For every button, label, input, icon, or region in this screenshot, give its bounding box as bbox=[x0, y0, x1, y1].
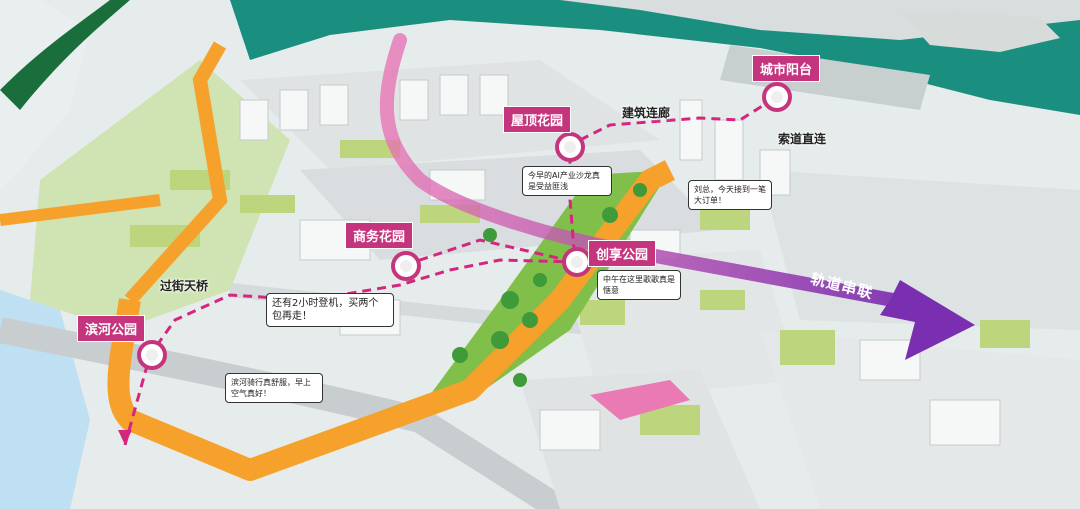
markers bbox=[137, 82, 792, 370]
dashed-route-branch bbox=[404, 238, 576, 267]
orange-greenway-west bbox=[0, 194, 161, 226]
bubble-order-chat: 刘总，今天接到一笔大订单！ bbox=[688, 180, 772, 210]
bubble-two-hours: 还有2小时登机，买两个包再走！ bbox=[266, 293, 394, 327]
route-arrow bbox=[118, 430, 132, 445]
marker-binhe[interactable] bbox=[137, 340, 167, 370]
label-roof-garden: 屋顶花园 bbox=[503, 106, 572, 133]
rail-line bbox=[379, 33, 927, 312]
label-business-garden: 商务花园 bbox=[345, 222, 414, 249]
marker-balcony[interactable] bbox=[762, 82, 792, 112]
label-binhe-park: 滨河公园 bbox=[77, 315, 146, 342]
label-cableway-link: 索道直连 bbox=[778, 132, 827, 146]
marker-chuangxiang[interactable] bbox=[562, 247, 592, 277]
pink-plaza bbox=[590, 380, 690, 420]
label-overpass: 过街天桥 bbox=[160, 279, 209, 293]
label-chuangxiang-park: 创享公园 bbox=[588, 240, 657, 267]
bubble-noon-concert: 中午在这里歌歌真是惬意 bbox=[597, 270, 681, 300]
marker-business[interactable] bbox=[391, 251, 421, 281]
dashed-route bbox=[123, 96, 776, 446]
island bbox=[900, 10, 1060, 52]
bubble-ai-forum: 今早的AI产业沙龙真是受益匪浅 bbox=[522, 166, 612, 196]
rail-arrowhead bbox=[880, 280, 975, 360]
orange-greenway-north bbox=[124, 41, 228, 305]
bubble-riverside-run: 滨河骑行真舒服，早上空气真好！ bbox=[225, 373, 323, 403]
trees bbox=[452, 183, 647, 387]
park-lawn bbox=[30, 60, 290, 330]
marker-roof[interactable] bbox=[555, 132, 585, 162]
label-building-corridor: 建筑连廊 bbox=[622, 106, 671, 120]
green-belt bbox=[0, 0, 130, 110]
label-city-balcony: 城市阳台 bbox=[752, 55, 821, 82]
